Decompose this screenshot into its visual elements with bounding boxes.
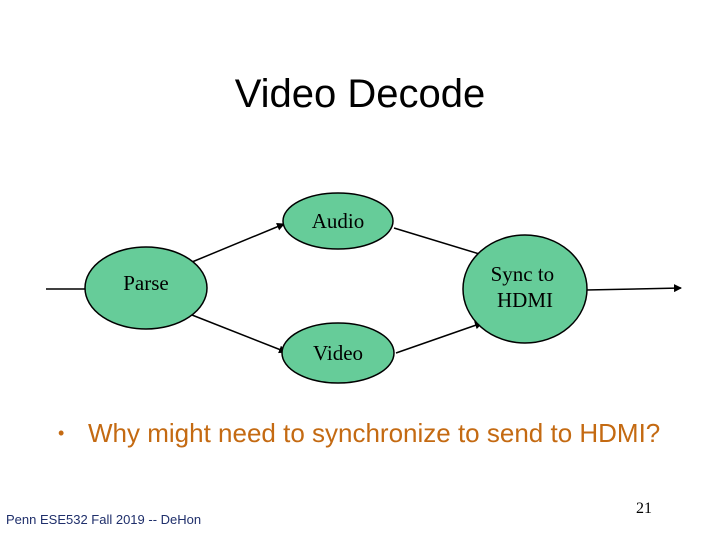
audio-node xyxy=(282,192,394,250)
edge-audio-to-sync xyxy=(393,227,487,258)
edge-video-to-sync xyxy=(395,321,483,354)
video-node xyxy=(281,322,395,384)
audio-node-label: Audio xyxy=(312,209,365,233)
sync-node-label: Sync to HDMI xyxy=(491,262,560,312)
edge-parse-to-audio xyxy=(191,222,285,263)
edge-parse-to-video xyxy=(191,314,287,354)
edge-sync-to-output xyxy=(585,284,682,293)
question-bullet: • Why might need to synchronize to send … xyxy=(58,416,678,450)
question-text: Why might need to synchronize to send to… xyxy=(88,418,661,448)
sync-node-label-line-2: HDMI xyxy=(497,288,553,312)
page-number: 21 xyxy=(636,500,652,517)
sync-node-label-line-1: Sync to xyxy=(491,262,555,286)
bullet-marker: • xyxy=(58,423,65,443)
sync-node xyxy=(462,234,588,344)
slide-title: Video Decode xyxy=(234,72,486,116)
slide-footer: Penn ESE532 Fall 2019 -- DeHon xyxy=(6,512,202,527)
parse-node-label: Parse xyxy=(123,271,169,295)
parse-node xyxy=(84,246,208,330)
video-node-label: Video xyxy=(313,341,363,365)
